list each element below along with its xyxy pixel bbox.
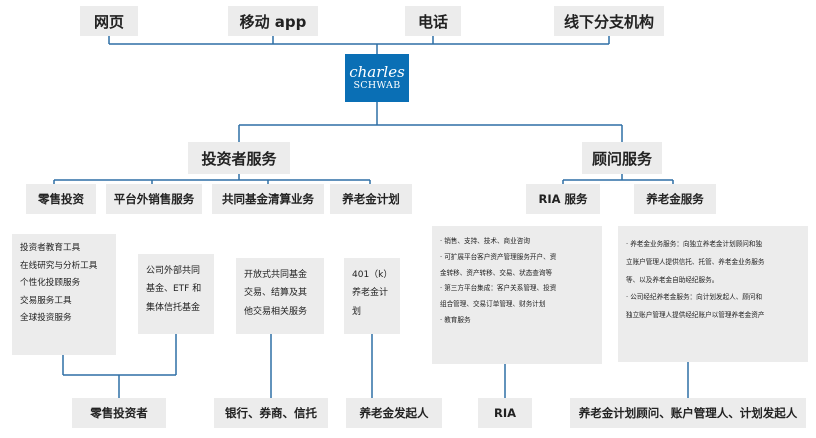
- target-retail-investors: 零售投资者: [72, 398, 166, 428]
- detail-pension-service: · 养老金业务服务：向独立养老金计划顾问和独 立账户管理人提供信托、托管、养老金…: [618, 226, 808, 362]
- logo-line-1: charles: [349, 62, 405, 81]
- service-pension-plan: 养老金计划: [330, 184, 412, 214]
- service-retail-investment: 零售投资: [26, 184, 96, 214]
- detail-item: 组合管理、交易订单管理、财务计划: [440, 300, 546, 309]
- target-ria: RIA: [478, 398, 532, 428]
- detail-item: 个性化投顾服务: [20, 278, 81, 289]
- detail-item: · 公司经纪养老金服务：向计划发起人、顾问和: [626, 293, 763, 302]
- target-banks-brokers-trusts: 银行、券商、信托: [214, 398, 328, 428]
- channel-mobile-app: 移动 app: [228, 6, 318, 36]
- target-pension-advisors-managers-sponsors: 养老金计划顾问、账户管理人、计划发起人: [570, 398, 806, 428]
- detail-item: 401（k）: [352, 270, 393, 280]
- service-ria: RIA 服务: [526, 184, 600, 214]
- channel-offline-branch: 线下分支机构: [554, 6, 664, 36]
- service-pension: 养老金服务: [634, 184, 716, 214]
- service-mutual-fund-clearing: 共同基金清算业务: [212, 184, 324, 214]
- detail-ria-service: · 销售、支持、技术、商业咨询 · 可扩展平台客户资产管理服务开户、资 金转移、…: [432, 226, 602, 364]
- detail-item: · 第三方平台集成：客户关系管理、投资: [440, 284, 557, 293]
- detail-item: 养老金计: [352, 288, 389, 299]
- detail-item: 在线研究与分析工具: [20, 260, 98, 271]
- target-pension-sponsors: 养老金发起人: [346, 398, 442, 428]
- detail-item: 立账户管理人提供信托、托管、养老金业务服务: [626, 257, 765, 266]
- branch-advisor-services: 顾问服务: [582, 142, 662, 174]
- detail-item: 基金、ETF 和: [146, 284, 202, 295]
- detail-pension-plan: 401（k） 养老金计 划: [344, 258, 400, 334]
- channel-web: 网页: [80, 6, 138, 36]
- branch-investor-services: 投资者服务: [188, 142, 290, 174]
- detail-mutual-fund-clearing: 开放式共同基金 交易、结算及其 他交易相关服务: [236, 258, 324, 334]
- detail-item: 独立账户管理人提供经纪账户以管理养老金资产: [626, 311, 765, 320]
- detail-item: 集体信托基金: [146, 302, 201, 313]
- detail-item: · 可扩展平台客户资产管理服务开户、资: [440, 252, 557, 261]
- detail-off-platform-sales: 公司外部共同 基金、ETF 和 集体信托基金: [138, 254, 214, 334]
- detail-item: 全球投资服务: [20, 313, 72, 324]
- detail-item: 金转移、资产转移、交易、状态查询等: [440, 268, 553, 277]
- detail-item: 开放式共同基金: [244, 270, 308, 280]
- logo-line-2: SCHWAB: [353, 79, 401, 91]
- detail-item: · 养老金业务服务：向独立养老金计划顾问和独: [626, 240, 763, 248]
- detail-item: 他交易相关服务: [244, 306, 308, 317]
- detail-item: 公司外部共同: [146, 266, 201, 276]
- detail-retail-investment: 投资者教育工具 在线研究与分析工具 个性化投顾服务 交易服务工具 全球投资服务: [12, 234, 116, 355]
- detail-item: · 教育服务: [440, 316, 471, 325]
- detail-item: · 销售、支持、技术、商业咨询: [440, 237, 530, 245]
- detail-item: 投资者教育工具: [20, 243, 81, 253]
- detail-item: 等、以及养老金自助经纪服务。: [626, 275, 719, 284]
- detail-item: 交易、结算及其: [244, 288, 308, 299]
- channel-phone: 电话: [405, 6, 461, 36]
- detail-item: 划: [352, 306, 362, 317]
- service-off-platform-sales: 平台外销售服务: [106, 184, 202, 214]
- detail-item: 交易服务工具: [20, 295, 72, 306]
- charles-schwab-logo: charles SCHWAB: [345, 54, 409, 102]
